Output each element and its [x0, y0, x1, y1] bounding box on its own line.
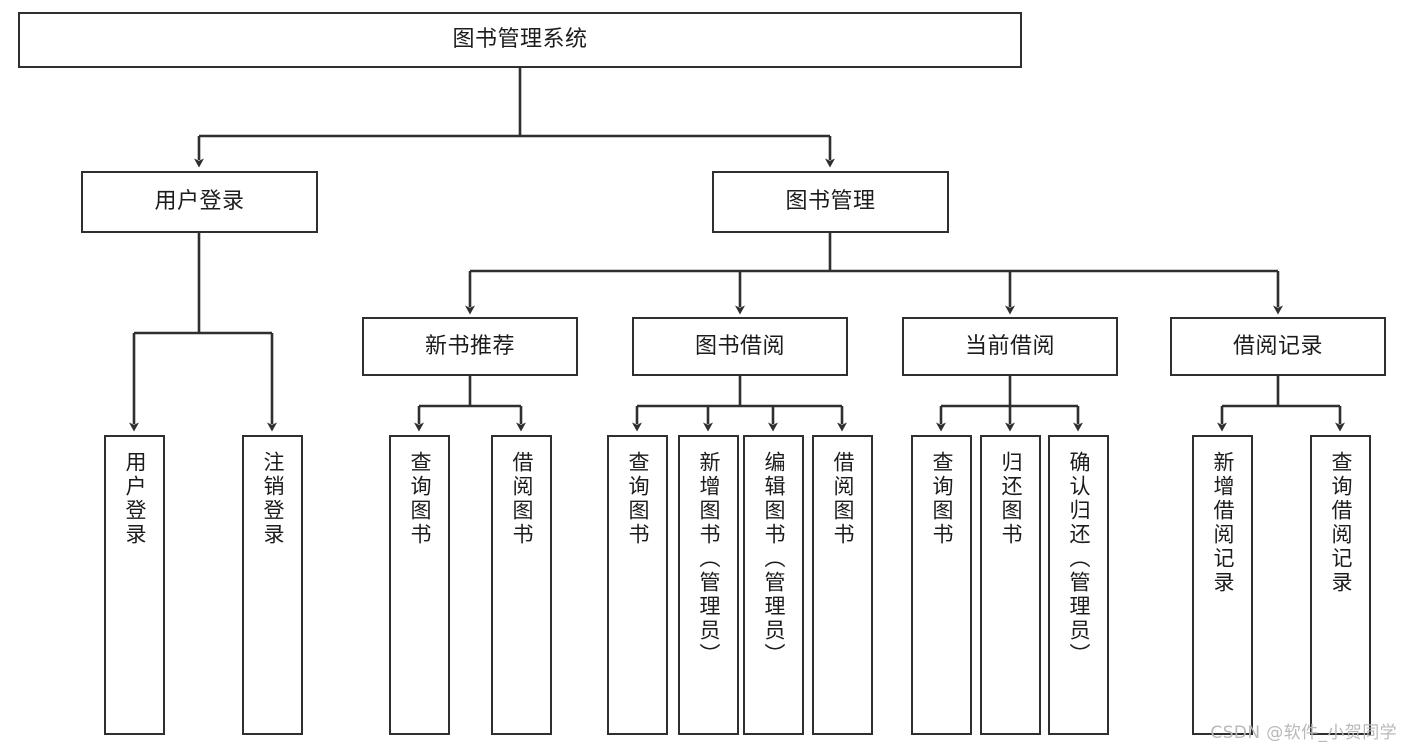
node-leaf-query-book-current[interactable]: 查询图书 — [911, 435, 972, 735]
node-leaf-return-book[interactable]: 归还图书 — [980, 435, 1041, 735]
node-new-book-recommend[interactable]: 新书推荐 — [362, 317, 578, 376]
node-leaf-add-borrow-record[interactable]: 新增借阅记录 — [1192, 435, 1253, 735]
node-label: 借阅图书 — [831, 451, 855, 547]
node-label: 当前借阅 — [964, 333, 1055, 359]
node-label: 借阅记录 — [1232, 333, 1323, 359]
node-root-system[interactable]: 图书管理系统 — [18, 12, 1022, 68]
node-label: 用户登录 — [154, 189, 245, 215]
node-label: 借阅图书 — [510, 451, 534, 547]
node-label: 注销登录 — [261, 451, 285, 547]
node-label: 图书管理系统 — [452, 27, 588, 53]
node-label: 查询图书 — [408, 451, 432, 547]
node-book-management[interactable]: 图书管理 — [712, 171, 949, 233]
node-leaf-add-book-admin[interactable]: 新增图书（管理员） — [678, 435, 739, 735]
node-leaf-borrow-book[interactable]: 借阅图书 — [812, 435, 873, 735]
node-label: 新增借阅记录 — [1211, 451, 1235, 595]
node-leaf-user-login[interactable]: 用户登录 — [104, 435, 165, 735]
node-user-login[interactable]: 用户登录 — [81, 171, 318, 233]
node-label: 新书推荐 — [424, 333, 515, 359]
node-label: 确认归还（管理员） — [1067, 451, 1091, 667]
node-label: 新增图书（管理员） — [697, 451, 721, 667]
node-label: 查询图书 — [930, 451, 954, 547]
node-leaf-logout[interactable]: 注销登录 — [242, 435, 303, 735]
watermark: CSDN @软件_小贺同学 — [1210, 723, 1397, 743]
node-label: 查询借阅记录 — [1329, 451, 1353, 595]
node-borrow-record[interactable]: 借阅记录 — [1170, 317, 1386, 376]
node-label: 用户登录 — [123, 451, 147, 547]
node-leaf-query-book-borrow[interactable]: 查询图书 — [607, 435, 668, 735]
node-leaf-query-book-recommend[interactable]: 查询图书 — [389, 435, 450, 735]
node-leaf-confirm-return-admin[interactable]: 确认归还（管理员） — [1048, 435, 1109, 735]
node-label: 查询图书 — [626, 451, 650, 547]
node-label: 图书管理 — [785, 189, 876, 215]
node-leaf-edit-book-admin[interactable]: 编辑图书（管理员） — [743, 435, 804, 735]
node-current-borrow[interactable]: 当前借阅 — [902, 317, 1118, 376]
node-book-borrow[interactable]: 图书借阅 — [632, 317, 848, 376]
node-leaf-query-borrow-record[interactable]: 查询借阅记录 — [1310, 435, 1371, 735]
node-label: 归还图书 — [999, 451, 1023, 547]
node-label: 图书借阅 — [694, 333, 785, 359]
node-leaf-borrow-book-recommend[interactable]: 借阅图书 — [491, 435, 552, 735]
node-label: 编辑图书（管理员） — [762, 451, 786, 667]
